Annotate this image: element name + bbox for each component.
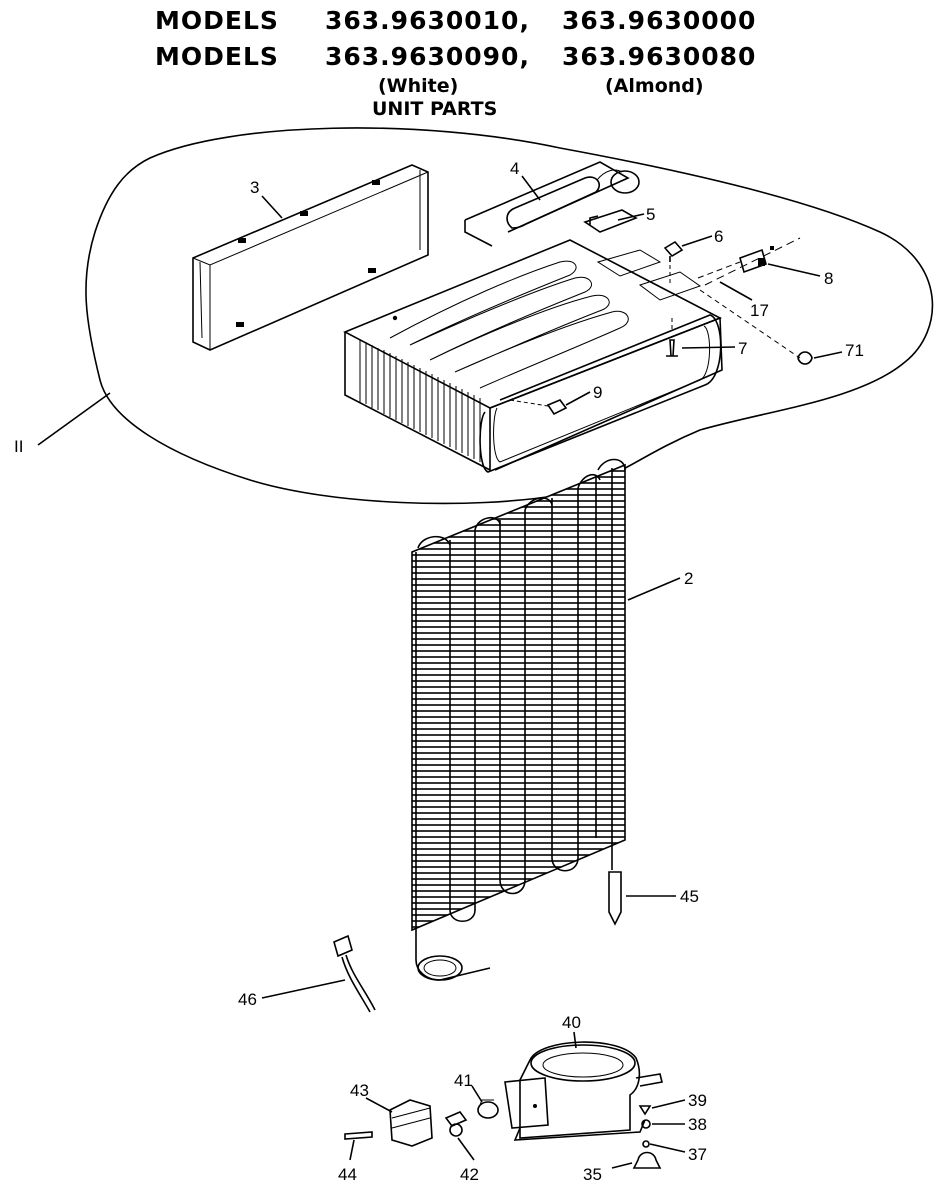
color-white-label: (White) <box>378 75 459 97</box>
callout-3: 3 <box>250 178 259 197</box>
callout-43: 43 <box>350 1081 369 1100</box>
callout-5: 5 <box>646 205 655 224</box>
callout-46: 46 <box>238 990 257 1009</box>
part-46-cord <box>333 934 376 1013</box>
models-label-row1: MODELS <box>155 6 279 35</box>
unit-parts-title: UNIT PARTS <box>372 98 498 120</box>
part-38-spacer <box>641 1119 651 1129</box>
callout-9: 9 <box>593 383 602 402</box>
part-39-grommet <box>638 1105 652 1116</box>
callout-17: 17 <box>750 301 769 320</box>
callout-41: 41 <box>454 1071 473 1090</box>
part-41-cover <box>477 1099 499 1119</box>
part-40-compressor <box>504 1041 663 1141</box>
leader-lines <box>37 175 843 1169</box>
part-6-screw <box>663 240 684 285</box>
part-4-tube <box>464 161 640 247</box>
callout-8: 8 <box>824 269 833 288</box>
callout-7: 7 <box>738 339 747 358</box>
model-number-363-9630010: 363.9630010, <box>325 6 530 35</box>
callout-71: 71 <box>845 341 864 360</box>
part-17-pin <box>697 261 741 279</box>
callout-6: 6 <box>714 227 723 246</box>
callout-4: 4 <box>510 159 519 178</box>
part-9-thermostat <box>509 399 568 416</box>
model-number-363-9630090: 363.9630090, <box>325 42 530 71</box>
part-3-panel <box>192 164 429 351</box>
callout-11: II <box>14 437 23 456</box>
callout-37: 37 <box>688 1145 707 1164</box>
part-5-clip <box>583 209 638 233</box>
part-8-bracket <box>704 237 801 286</box>
callout-42: 42 <box>460 1165 479 1184</box>
evaporator-assembly-outline <box>85 127 934 505</box>
evaporator-box <box>343 239 723 473</box>
part-45-drier <box>608 850 622 926</box>
part-42-relay <box>444 1111 468 1137</box>
callout-35: 35 <box>583 1165 602 1184</box>
part-44-clip <box>344 1131 373 1140</box>
part-7-screw <box>666 318 678 357</box>
callout-45: 45 <box>680 887 699 906</box>
callout-39: 39 <box>688 1091 707 1110</box>
part-71-knob <box>699 289 813 365</box>
callout-40: 40 <box>562 1013 581 1032</box>
part-2-condenser <box>411 458 626 981</box>
model-number-363-9630080: 363.9630080 <box>562 42 757 71</box>
models-label-row2: MODELS <box>155 42 279 71</box>
part-43-overload <box>389 1099 433 1147</box>
part-37-washer <box>642 1140 650 1148</box>
callout-38: 38 <box>688 1115 707 1134</box>
color-almond-label: (Almond) <box>605 75 704 97</box>
callout-44: 44 <box>338 1165 357 1184</box>
part-35-foot <box>632 1151 662 1169</box>
model-number-363-9630000: 363.9630000 <box>562 6 757 35</box>
callout-2: 2 <box>684 569 693 588</box>
